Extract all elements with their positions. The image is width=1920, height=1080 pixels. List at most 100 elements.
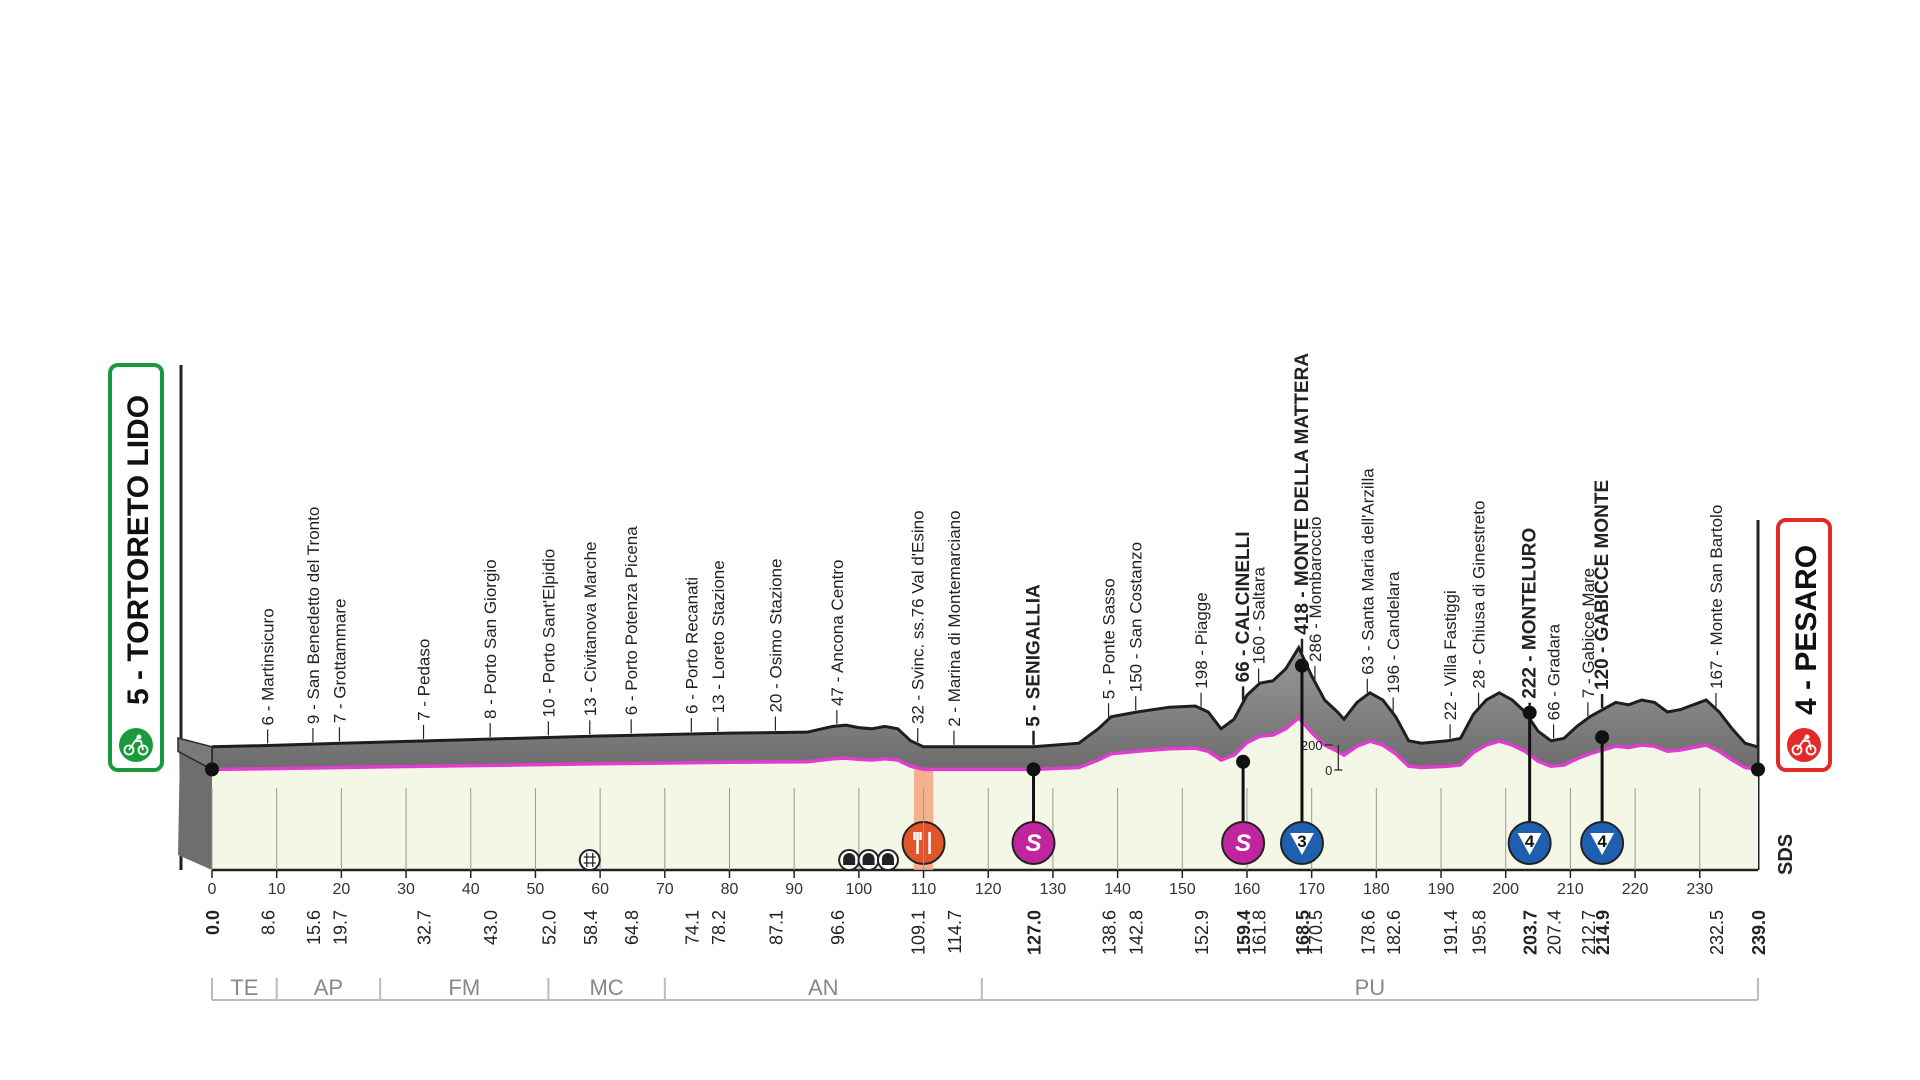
kom-marker-dot	[1522, 705, 1537, 720]
x-tick-label: 20	[332, 881, 350, 898]
sds-logo: SDS	[1775, 834, 1797, 875]
profile-base-fill	[212, 717, 1758, 870]
x-tick-label: 80	[721, 881, 739, 898]
y-tick-label: 200	[1301, 738, 1323, 753]
km-label: 195.8	[1470, 910, 1490, 955]
tunnels	[578, 849, 899, 871]
km-label: 168.5	[1293, 910, 1313, 955]
waypoint-labels: 6 - Martinsicuro 9 - San Benedetto del Tr…	[259, 353, 1726, 745]
km-label: 58.4	[581, 910, 601, 945]
start-cyclist-icon	[119, 728, 153, 762]
x-tick-label: 210	[1557, 881, 1584, 898]
km-label: 138.6	[1100, 910, 1120, 955]
y-tick-label: 0	[1325, 763, 1332, 778]
x-tick-label: 200	[1492, 881, 1519, 898]
x-tick-label: 140	[1104, 881, 1131, 898]
finish-box-border	[1776, 518, 1832, 772]
region-label: TE	[230, 975, 258, 1000]
x-tick-label: 0	[208, 881, 217, 898]
x-tick-label: 130	[1040, 881, 1067, 898]
x-tick-label: 150	[1169, 881, 1196, 898]
start-cyclist-wheel-left	[123, 744, 135, 756]
waypoint-label: 222 - MONTELURO	[1520, 528, 1541, 699]
x-tick-label: 40	[462, 881, 480, 898]
grid-lines	[583, 853, 596, 867]
waypoint-label: 5 - Ponte Sasso	[1100, 578, 1119, 699]
grid-icon	[578, 849, 601, 871]
waypoint-label: 63 - Santa Maria dell'Arzilla	[1358, 468, 1377, 675]
kom-marker-dot	[1294, 658, 1309, 673]
km-label: 19.7	[330, 910, 350, 945]
region-label: FM	[448, 975, 480, 1000]
x-tick-label: 90	[785, 881, 803, 898]
start-cyclist-body	[128, 737, 144, 751]
waypoint-label: 22 - Villa Fastiggi	[1441, 590, 1460, 720]
profile-side	[178, 750, 212, 870]
waypoint-label: 20 - Osimo Stazione	[766, 559, 785, 713]
km-label: 64.8	[622, 910, 642, 945]
sprint-marker-dot	[1026, 762, 1041, 777]
x-tick-label: 10	[268, 881, 286, 898]
start-label: 5 - TORTORETO LIDO	[122, 395, 155, 705]
km-label: 178.6	[1358, 910, 1378, 955]
km-label: 170.5	[1306, 910, 1326, 955]
x-tick-label: 60	[591, 881, 609, 898]
profile-base-area	[212, 717, 1758, 872]
kom-category-label: 4	[1525, 832, 1535, 851]
sprint-label: S	[1235, 830, 1251, 857]
km-label: 0.0	[203, 910, 223, 935]
x-tick-label: 50	[527, 881, 545, 898]
waypoint-label: 9 - San Benedetto del Tronto	[304, 507, 323, 724]
waypoint-label: 66 - CALCINELLI	[1233, 531, 1254, 682]
km-label: 96.6	[828, 910, 848, 945]
x-tick-label: 180	[1363, 881, 1390, 898]
waypoint-label: 10 - Porto Sant'Elpidio	[539, 549, 558, 718]
x-tick-label: 230	[1686, 881, 1713, 898]
waypoint-label: 167 - Monte San Bartolo	[1707, 505, 1726, 689]
x-tick-label: 190	[1428, 881, 1455, 898]
finish-cyclist-wheel-left	[1791, 744, 1803, 756]
feed-zone-cutlery	[913, 832, 931, 854]
x-tick-label: 160	[1234, 881, 1261, 898]
finish-cyclist-icon	[1787, 728, 1821, 762]
x-tick-label: 70	[656, 881, 674, 898]
waypoint-label: 6 - Porto Potenza Picena	[622, 526, 641, 716]
km-label: 74.1	[682, 910, 702, 945]
finish-cyclist-body	[1796, 737, 1812, 751]
start-cyclist-wheel-right	[137, 744, 149, 756]
waypoint-label: 13 - Civitanova Marche	[581, 541, 600, 716]
waypoint-label: 6 - Martinsicuro	[259, 608, 278, 725]
kom-triangle	[1517, 833, 1542, 855]
waypoint-label: 32 - Svinc. ss.76 Val d'Esino	[909, 510, 928, 724]
km-label: 52.0	[539, 910, 559, 945]
waypoint-label: 5 - SENIGALLIA	[1024, 584, 1045, 727]
region-label: AP	[314, 975, 343, 1000]
km-label: 32.7	[415, 910, 435, 945]
waypoint-label: 13 - Loreto Stazione	[709, 560, 728, 713]
waypoint-label: 47 - Ancona Centro	[828, 560, 847, 706]
x-tick-label: 170	[1298, 881, 1325, 898]
kom-category-label: 3	[1297, 832, 1306, 851]
sprint-marker-dot	[1236, 754, 1251, 769]
km-label: 152.9	[1192, 910, 1212, 955]
start-box-border	[108, 363, 164, 772]
km-label: 142.8	[1127, 910, 1147, 955]
sprint-label: S	[1026, 830, 1042, 857]
x-tick-label: 110	[911, 881, 937, 898]
km-label: 43.0	[481, 910, 501, 945]
finish-dot	[1751, 762, 1765, 777]
waypoint-label: 286 - Mombaroccio	[1306, 516, 1325, 662]
x-tick-label: 120	[975, 881, 1002, 898]
start-dot	[205, 762, 219, 777]
waypoint-label: 66 - Gradara	[1545, 623, 1564, 720]
waypoint-label: 2 - Marina di Montemarciano	[945, 510, 964, 726]
km-label: 114.7	[945, 910, 965, 954]
road-line	[211, 715, 1759, 772]
km-label: 214.9	[1593, 910, 1613, 955]
tunnel-arch	[881, 853, 894, 865]
